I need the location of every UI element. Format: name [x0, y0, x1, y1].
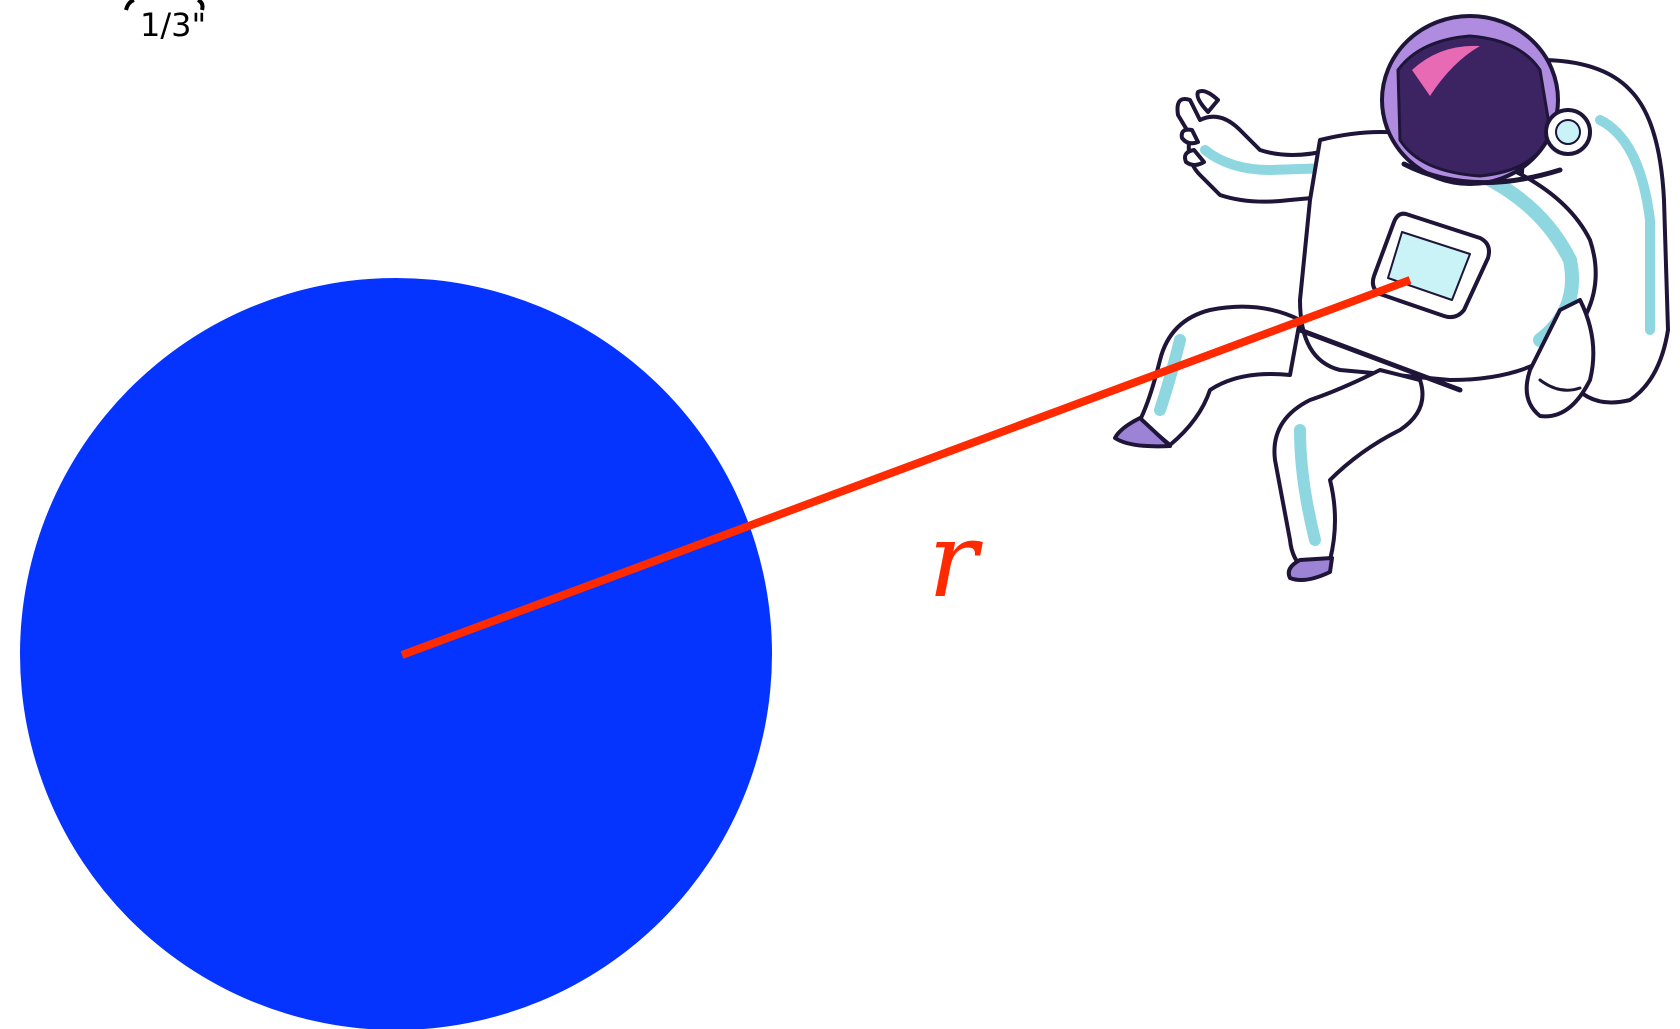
radius-line [400, 276, 1412, 659]
scale-arc-icon [124, 0, 205, 11]
scale-label: 1/3" [140, 6, 207, 44]
radius-label: r [928, 499, 978, 621]
planet-circle [20, 278, 772, 1029]
astronaut-illustration [1113, 14, 1670, 582]
